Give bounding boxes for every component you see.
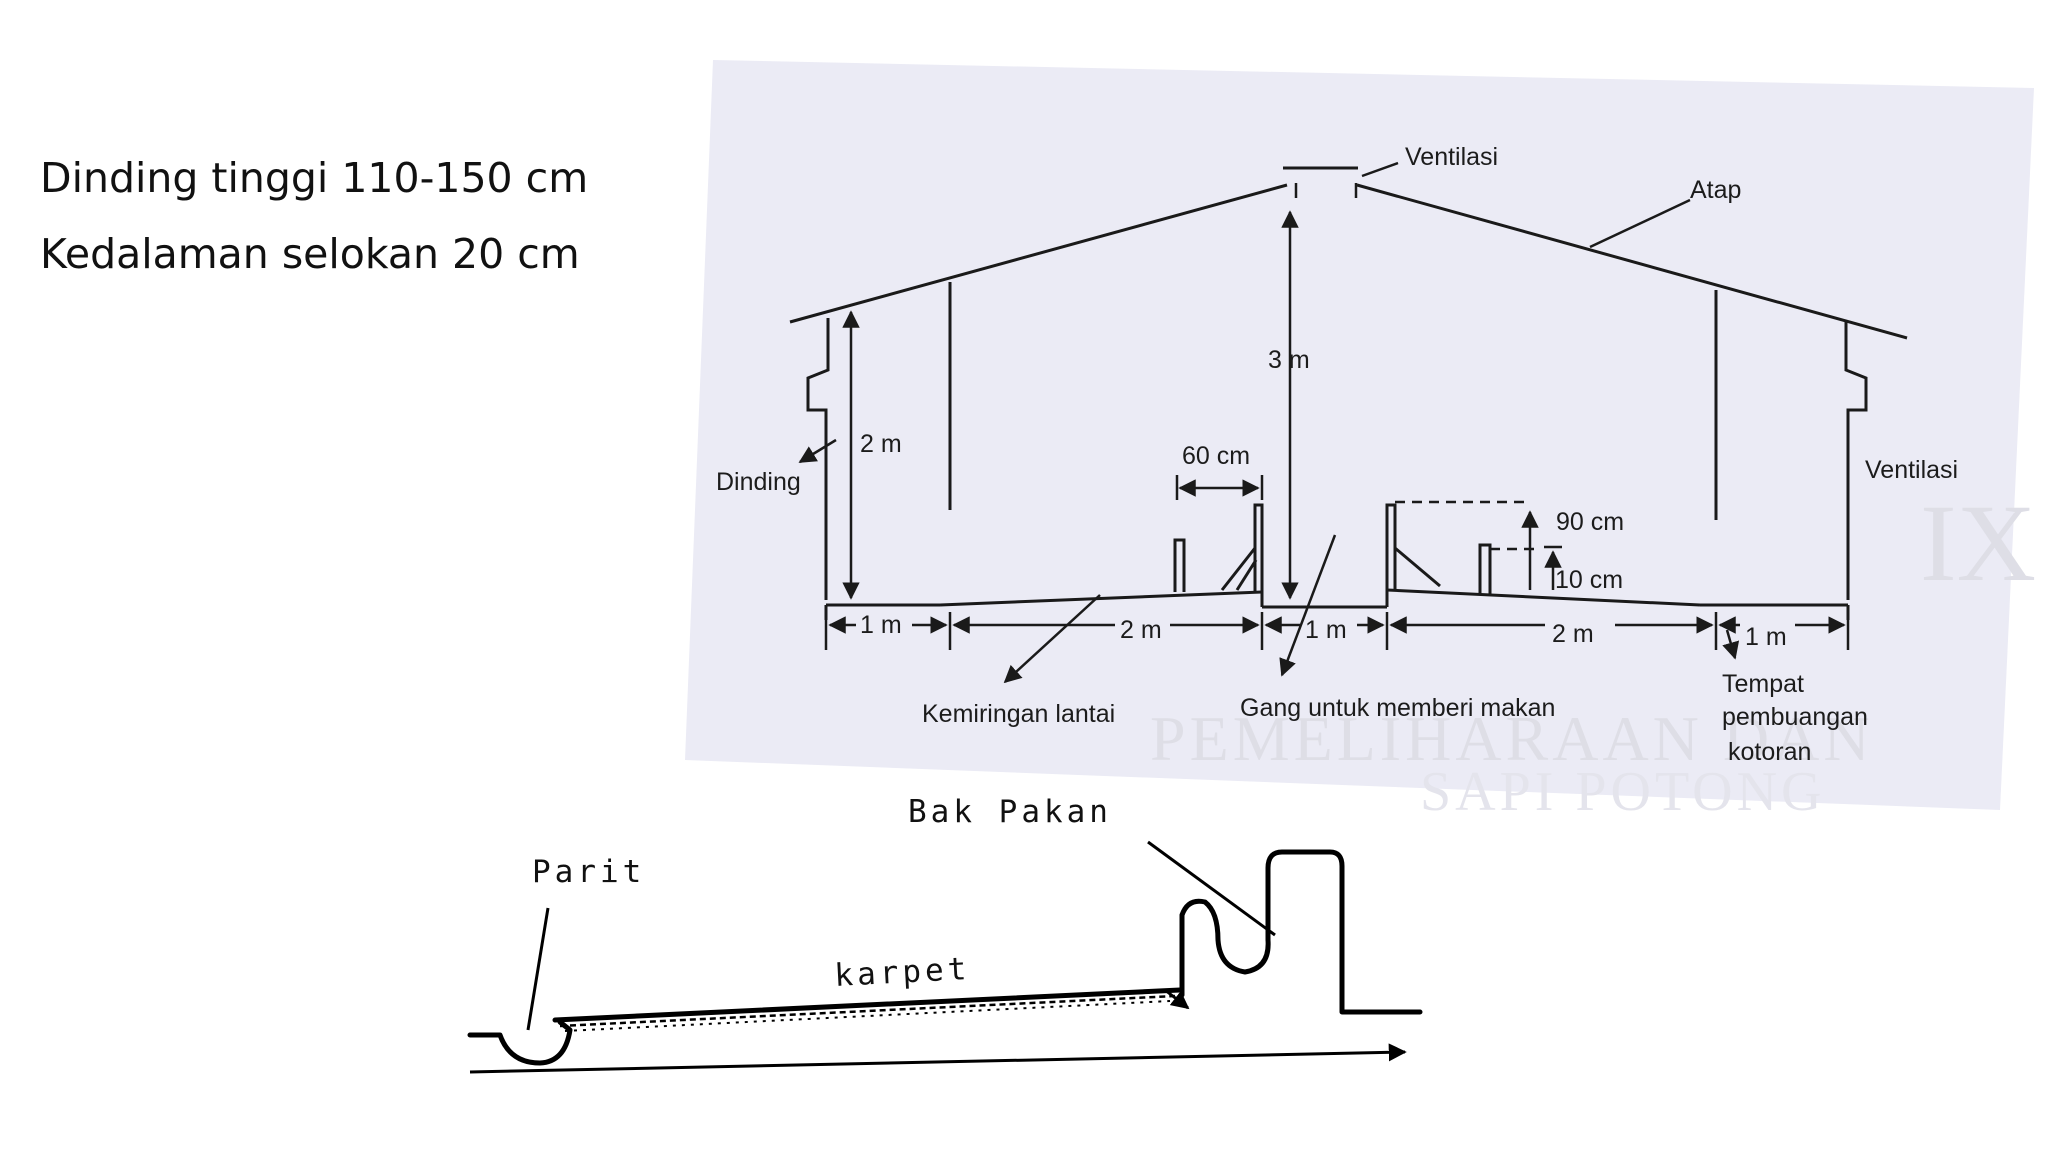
scan-watermark-2: SAPI POTONG: [1420, 761, 1825, 823]
label-1m-left: 1 m: [860, 611, 902, 639]
roof: [789, 166, 1908, 340]
floor: [826, 588, 1848, 609]
trough-and-wall-outline: [1179, 849, 1423, 1015]
label-parit: Parit: [532, 854, 645, 890]
label-tempat: Tempat: [1722, 670, 1804, 698]
left-feed-trough: [1173, 503, 1264, 592]
height-dimensions: [842, 210, 1562, 600]
label-2m-left: 2 m: [1120, 616, 1162, 644]
label-10cm: 10 cm: [1555, 566, 1623, 594]
label-pembuangan: pembuangan: [1722, 703, 1868, 731]
label-ventilasi-top: Ventilasi: [1405, 143, 1498, 171]
text-wall-height: Dinding tinggi 110-150 cm: [40, 154, 589, 202]
slide-text: Dinding tinggi 110-150 cm Kedalaman selo…: [40, 140, 588, 292]
label-1m-right: 1 m: [1745, 623, 1787, 651]
trough-width-dimension: [1175, 475, 1264, 500]
base-line: [469, 1043, 1407, 1074]
carpet-layer-2: [564, 1000, 1171, 1032]
barn-cross-section: PEMELIHARAAN DAN SAPI POTONG IX: [685, 60, 2036, 823]
label-bak-pakan: Bak Pakan: [908, 794, 1112, 830]
label-ventilasi-side: Ventilasi: [1865, 456, 1958, 484]
leader-lines: [798, 161, 1740, 684]
carpet-layer: [559, 994, 1176, 1028]
scan-watermark-1: PEMELIHARAAN DAN: [1150, 703, 1874, 774]
drain-parit: [467, 1019, 573, 1066]
label-90cm: 90 cm: [1556, 508, 1624, 536]
floor-section-diagram: Bak Pakan Parit karpet: [467, 794, 1423, 1074]
label-gang: Gang untuk memberi makan: [1240, 694, 1555, 722]
label-kemiringan-lantai: Kemiringan lantai: [922, 700, 1115, 728]
scan-watermark-3: IX: [1920, 482, 2036, 604]
leader-parit: [526, 907, 550, 1031]
label-2m-height: 2 m: [860, 430, 902, 458]
text-drain-depth: Kedalaman selokan 20 cm: [40, 230, 580, 278]
right-feed-trough: [1385, 500, 1535, 594]
bottom-dimensions: [824, 612, 1850, 650]
label-kotoran: kotoran: [1728, 738, 1811, 766]
label-atap: Atap: [1690, 176, 1741, 204]
label-1m-center: 1 m: [1305, 616, 1347, 644]
floor-end-arrow: [1164, 988, 1190, 1010]
sloped-floor: [552, 987, 1183, 1023]
label-60cm: 60 cm: [1182, 442, 1250, 470]
label-2m-right: 2 m: [1552, 620, 1594, 648]
label-3m: 3 m: [1268, 346, 1310, 374]
barn-labels: Ventilasi Atap 3 m 2 m Dinding 60 cm Ven…: [716, 143, 1958, 766]
leader-bak-pakan: [1147, 840, 1276, 937]
label-karpet: karpet: [834, 951, 972, 994]
label-dinding: Dinding: [716, 468, 801, 496]
